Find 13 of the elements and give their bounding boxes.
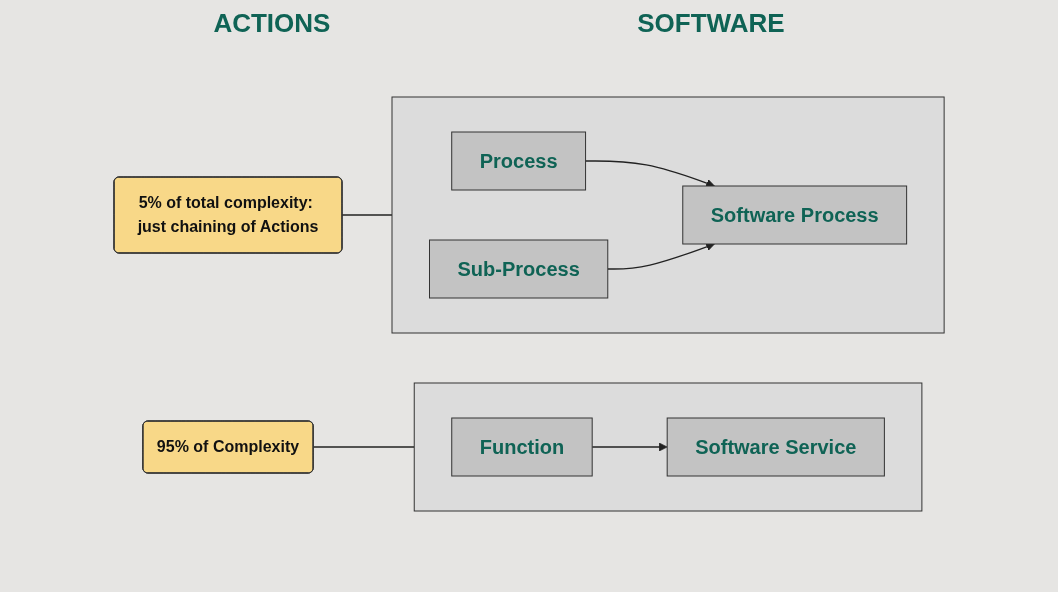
cluster (413, 382, 923, 512)
column-heading: ACTIONS (213, 8, 331, 39)
connector (312, 446, 415, 448)
arrow (591, 442, 668, 452)
column-heading: SOFTWARE (637, 8, 785, 39)
arrow (584, 160, 715, 188)
connector (341, 214, 393, 216)
node-box: Sub-Process (428, 239, 609, 299)
node-box: Software Process (682, 185, 908, 245)
cluster (391, 96, 945, 334)
node-box: Function (451, 417, 593, 477)
node-box: Process (451, 131, 586, 191)
node-box: Software Service (666, 417, 885, 477)
